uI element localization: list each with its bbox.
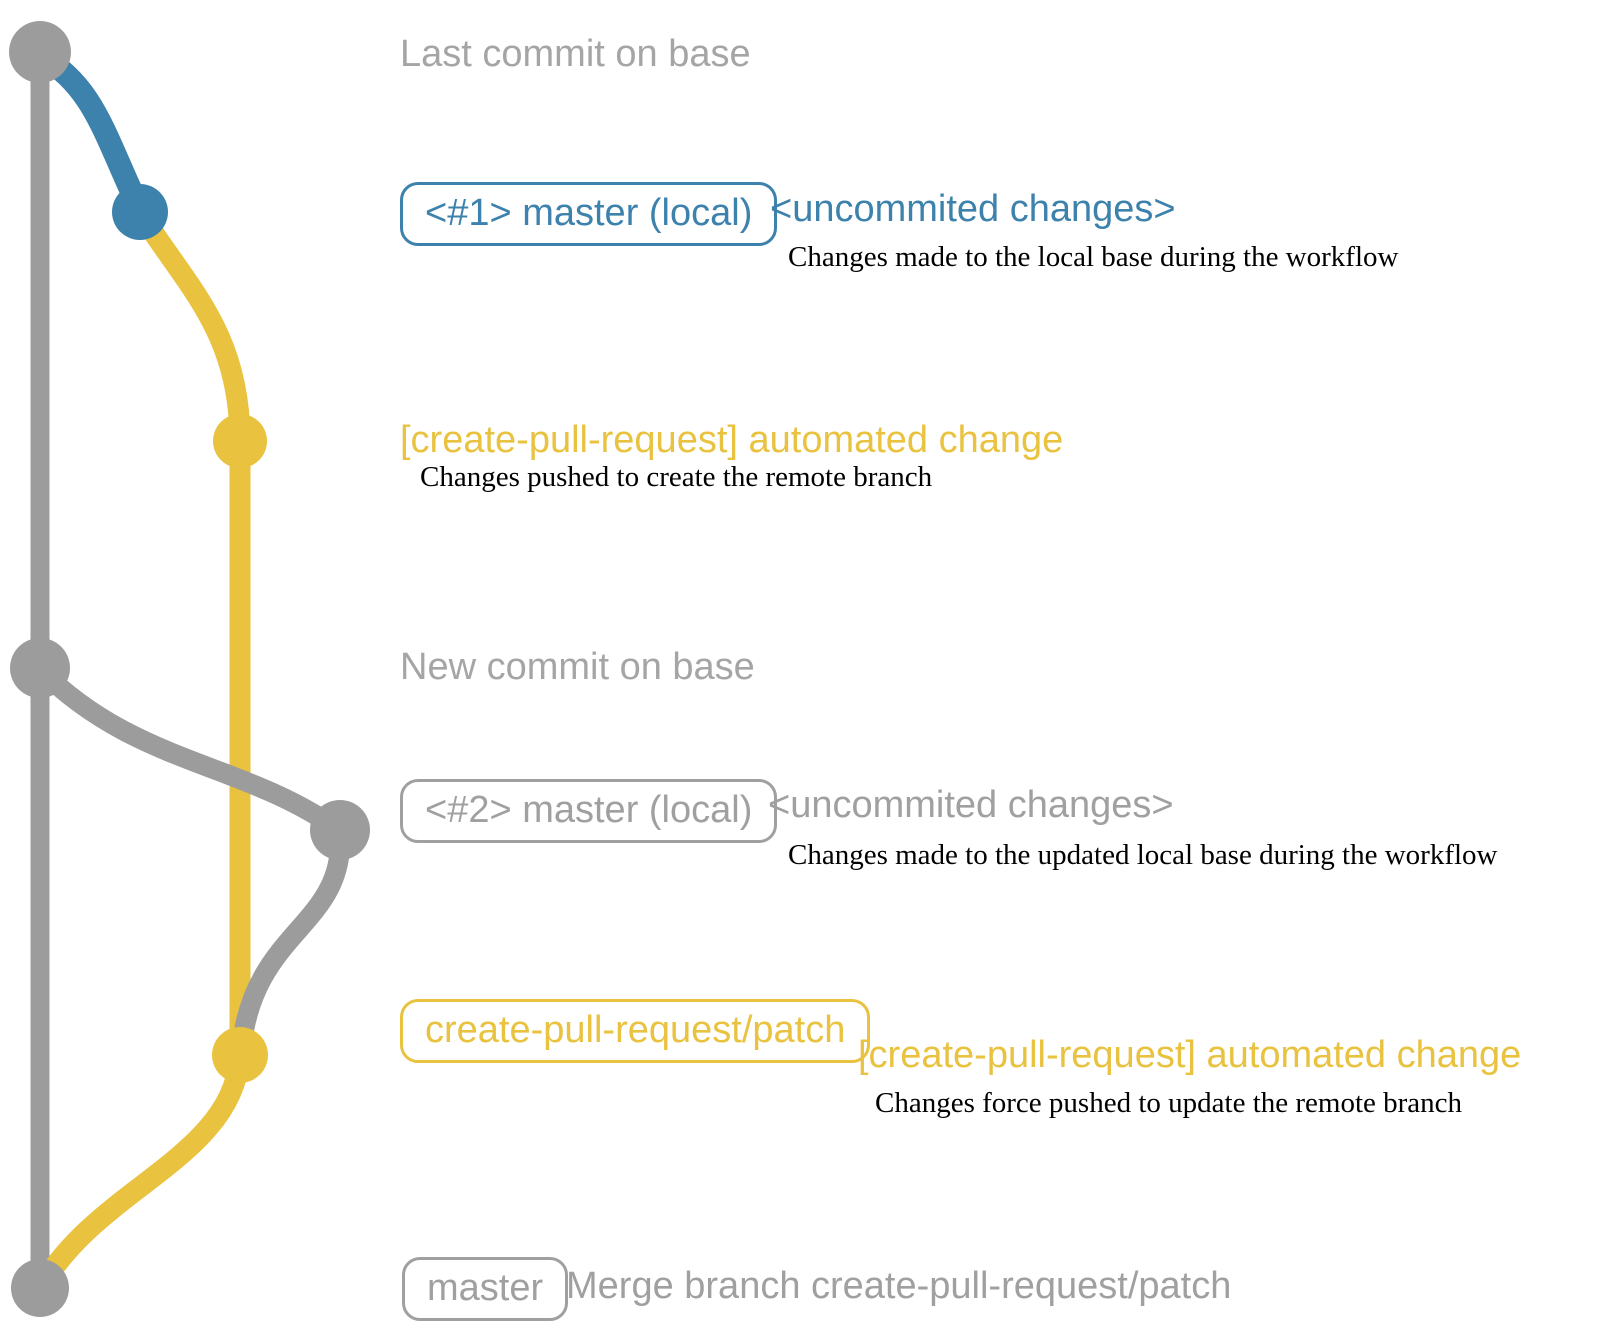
detail-updated-local-base-changes: Changes made to the updated local base d…	[788, 839, 1498, 871]
detail-force-pushed-update-remote: Changes force pushed to update the remot…	[875, 1087, 1463, 1119]
badge-master: master	[402, 1257, 569, 1321]
last-commit-on-base-label: Last commit on base	[400, 33, 751, 75]
rebase-curve	[30, 659, 350, 841]
force-push-curve	[231, 822, 351, 1062]
patch-branch-curve-top	[129, 201, 251, 452]
commit-dot-master-local-1	[112, 184, 168, 240]
note-automated-change-2: [create-pull-request] automated change	[858, 1034, 1522, 1076]
badge-patch-branch: create-pull-request/patch	[400, 999, 871, 1063]
commit-dot-automated-2	[212, 1027, 268, 1083]
commit-dot-new-base	[10, 638, 70, 698]
detail-local-base-changes: Changes made to the local base during th…	[788, 241, 1399, 273]
note-automated-change-1: [create-pull-request] automated change	[400, 419, 1064, 461]
badge-master-local-2: <#2> master (local)	[400, 779, 778, 843]
commit-dot-automated-1	[213, 414, 267, 468]
new-commit-on-base-label: New commit on base	[400, 646, 755, 688]
commit-graph	[9, 21, 370, 1317]
note-uncommited-changes-1: <uncommited changes>	[770, 188, 1176, 230]
badge-master-local-1: <#1> master (local)	[400, 182, 778, 246]
merge-curve	[31, 1045, 251, 1297]
detail-pushed-create-remote: Changes pushed to create the remote bran…	[420, 461, 933, 493]
note-uncommited-changes-2: <uncommited changes>	[768, 784, 1174, 826]
note-merge-branch: Merge branch create-pull-request/patch	[566, 1265, 1232, 1307]
commit-dot-merge	[11, 1259, 69, 1317]
commit-dot-last-base	[9, 21, 71, 83]
commit-dot-master-local-2	[310, 800, 370, 860]
